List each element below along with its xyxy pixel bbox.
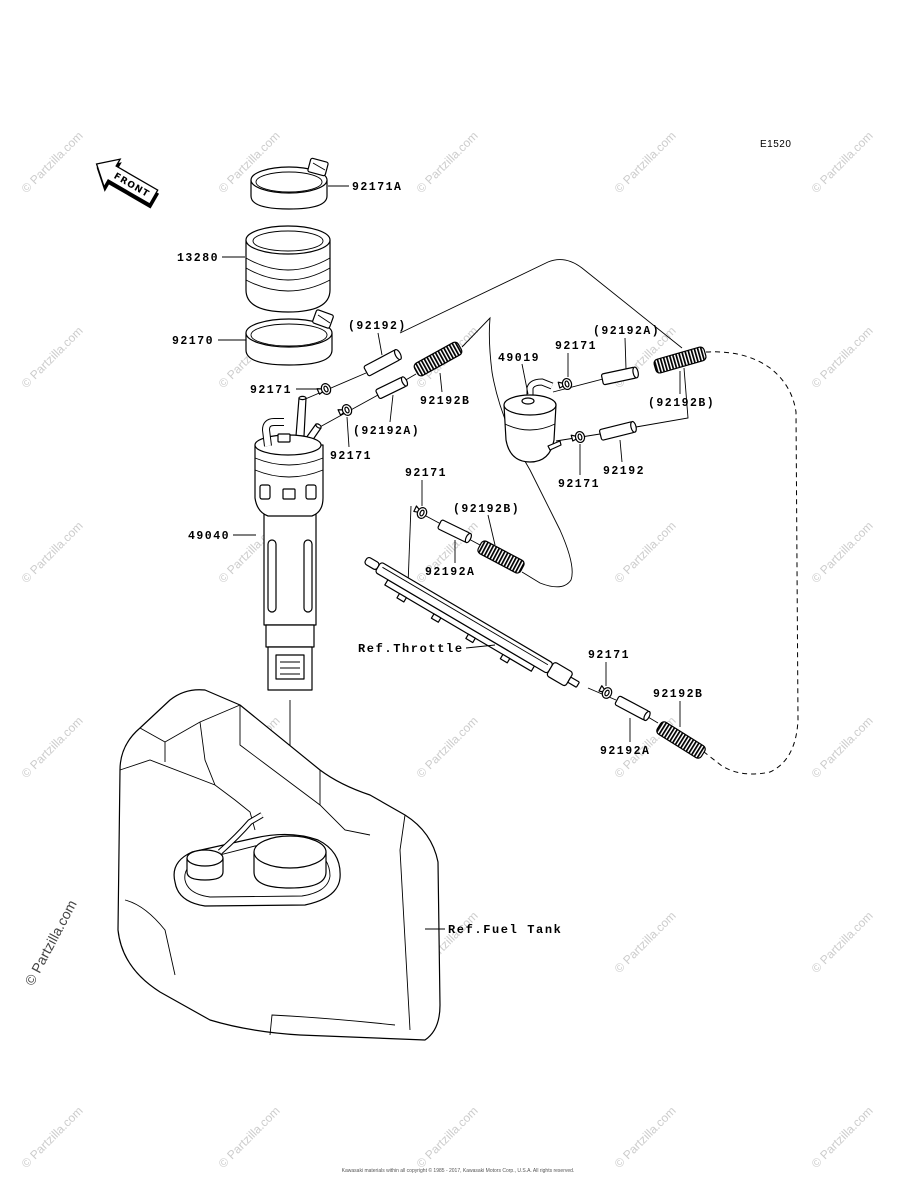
- watermark-text: © Partzilla.com: [21, 897, 79, 988]
- clip-92171: [570, 430, 586, 444]
- part-label: 92192: [603, 465, 645, 478]
- watermark-text: © Partzilla.com: [612, 129, 679, 196]
- watermark-text: © Partzilla.com: [612, 1104, 679, 1171]
- watermark-text: © Partzilla.com: [809, 519, 876, 586]
- fuel-pump-49040: [254, 395, 324, 691]
- throttle-fuel-rail-ref: [364, 556, 580, 688]
- hose-clamp-92170: [245, 309, 334, 366]
- part-label: 92192B: [420, 395, 470, 408]
- hose-92192a: [614, 695, 651, 722]
- watermark-text: © Partzilla.com: [612, 519, 679, 586]
- ref-fuel-tank-label: Ref.Fuel Tank: [448, 923, 562, 937]
- part-label: 13280: [177, 252, 219, 265]
- illustration-code: E1520: [760, 139, 791, 150]
- part-label: (92192A): [353, 425, 420, 438]
- watermark-text: © Partzilla.com: [612, 909, 679, 976]
- watermark-text: © Partzilla.com: [19, 714, 86, 781]
- hose-92192a: [437, 519, 472, 544]
- spring-hose-92192b: [656, 721, 706, 759]
- clip-92171: [598, 685, 613, 699]
- ref-throttle-label: Ref.Throttle: [358, 642, 464, 656]
- footer-copyright: Kawasaki materials within all copyright …: [342, 1167, 575, 1174]
- watermark-text: © Partzilla.com: [19, 1104, 86, 1171]
- hose-92192: [363, 348, 402, 377]
- front-arrow-icon: FRONT: [95, 158, 160, 209]
- spring-hose-92192b: [653, 346, 707, 374]
- part-label: 92192A: [600, 745, 650, 758]
- part-label: 92192B: [653, 688, 703, 701]
- part-label: 92171: [250, 384, 292, 397]
- part-label: 92171: [558, 478, 600, 491]
- fuel-tank-ref: [117, 689, 441, 1041]
- part-label: 92171A: [352, 181, 402, 194]
- watermark-text: © Partzilla.com: [414, 1104, 481, 1171]
- watermark-text: © Partzilla.com: [809, 714, 876, 781]
- part-label: 92171: [555, 340, 597, 353]
- part-label: 92170: [172, 335, 214, 348]
- watermark-text: © Partzilla.com: [414, 129, 481, 196]
- part-label: 49040: [188, 530, 230, 543]
- watermark-text: © Partzilla.com: [809, 1104, 876, 1171]
- clip-92171: [413, 505, 428, 519]
- part-label: 92171: [405, 467, 447, 480]
- part-label: (92192B): [648, 397, 715, 410]
- part-label: 92192A: [425, 566, 475, 579]
- clip-92171: [557, 377, 573, 391]
- watermark-text: © Partzilla.com: [809, 909, 876, 976]
- hose-92192a: [375, 376, 409, 399]
- spring-hose-92192b: [477, 540, 525, 574]
- part-label: (92192B): [453, 503, 520, 516]
- clip-92171: [316, 383, 332, 395]
- hose-92192: [598, 420, 637, 441]
- fuel-routing-lines: [289, 259, 799, 834]
- watermark-text: © Partzilla.com: [809, 129, 876, 196]
- fuel-filter-49019: [503, 378, 562, 463]
- hose-92192a: [601, 366, 639, 386]
- watermark-text: © Partzilla.com: [809, 324, 876, 391]
- part-label: 92171: [330, 450, 372, 463]
- hose-clamp-92171a: [250, 157, 329, 210]
- leader-lines: [218, 185, 681, 930]
- watermark-text: © Partzilla.com: [216, 1104, 283, 1171]
- watermark-text: © Partzilla.com: [414, 714, 481, 781]
- part-label: 92171: [588, 649, 630, 662]
- pump-seal-ring-13280: [245, 225, 331, 313]
- watermark-text: © Partzilla.com: [19, 129, 86, 196]
- part-label: (92192): [348, 320, 407, 333]
- part-label: (92192A): [593, 325, 660, 338]
- watermark-text: © Partzilla.com: [19, 324, 86, 391]
- spring-hose-92192b: [413, 341, 463, 377]
- part-label: 49019: [498, 352, 540, 365]
- clip-92171: [337, 404, 353, 416]
- watermark-text: © Partzilla.com: [19, 519, 86, 586]
- part-labels: 92171A 13280 92170 (92192) 92171 92192B …: [172, 181, 715, 758]
